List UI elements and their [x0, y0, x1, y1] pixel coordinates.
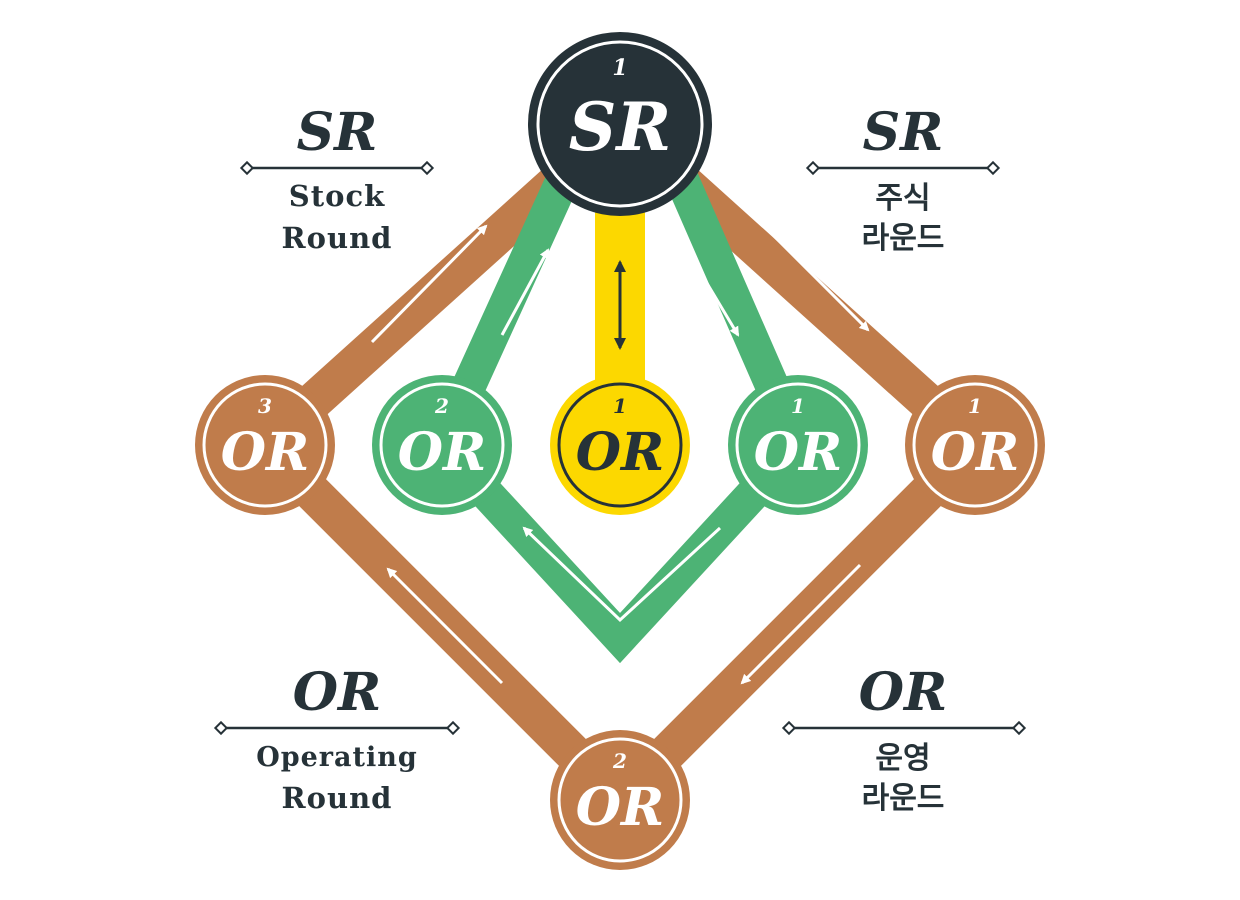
- legend-line2: Round: [282, 781, 393, 815]
- divider-ornament: [239, 160, 435, 176]
- legend-line1: 운영: [875, 741, 930, 776]
- node-number: 2: [612, 749, 627, 773]
- legend-line1: Operating: [256, 742, 418, 773]
- node-number: 1: [968, 394, 982, 418]
- divider-ornament: [781, 720, 1027, 736]
- node-sr: 1 SR: [528, 32, 712, 216]
- arrow-or1-to-or2: [740, 563, 862, 685]
- node-or-yellow-1: 1 OR: [550, 375, 690, 515]
- node-number: 1: [612, 55, 627, 81]
- arrow-green-or2-to-sr: [500, 248, 550, 336]
- node-or-brown-3: 3 OR: [195, 375, 335, 515]
- node-label: OR: [931, 422, 1020, 483]
- divider-ornament: [805, 160, 1001, 176]
- green-cycle-path: [421, 167, 819, 664]
- node-number: 2: [434, 394, 449, 418]
- arrow-sr-to-or1: [758, 220, 870, 332]
- legend-line2: 라운드: [862, 221, 945, 256]
- legend-sr-korean: SR 주식 라운드: [805, 102, 1001, 256]
- legend-line1: 주식: [875, 181, 930, 216]
- node-label: OR: [576, 777, 665, 838]
- node-or-green-1: 1 OR: [728, 375, 868, 515]
- divider-ornament: [213, 720, 461, 736]
- legend-or-korean: OR 운영 라운드: [781, 662, 1027, 816]
- node-number: 1: [613, 394, 627, 418]
- legend-abbr: SR: [863, 102, 944, 163]
- node-or-brown-2: 2 OR: [550, 730, 690, 870]
- node-number: 1: [791, 394, 805, 418]
- arrow-or3-to-sr: [370, 224, 488, 344]
- legend-abbr: OR: [293, 662, 382, 723]
- node-label: SR: [569, 88, 672, 166]
- node-number: 3: [258, 394, 272, 418]
- legend-abbr: OR: [859, 662, 948, 723]
- node-or-brown-1: 1 OR: [905, 375, 1045, 515]
- node-label: OR: [754, 422, 843, 483]
- legend-line1: Stock: [289, 179, 385, 213]
- legend-sr-english: SR Stock Round: [239, 102, 435, 255]
- arrow-or2-to-or3: [386, 567, 504, 685]
- legend-abbr: SR: [297, 102, 378, 163]
- node-label: OR: [398, 422, 487, 483]
- node-label: OR: [221, 422, 310, 483]
- arrow-sr-to-green-or1: [688, 254, 740, 337]
- legend-or-english: OR Operating Round: [213, 662, 461, 815]
- node-label: OR: [576, 422, 665, 483]
- yellow-cycle-path: [595, 195, 645, 405]
- node-or-green-2: 2 OR: [372, 375, 512, 515]
- legend-line2: Round: [282, 221, 393, 255]
- arrow-green-or1-to-or2: [522, 526, 722, 623]
- legend-line2: 라운드: [862, 781, 945, 816]
